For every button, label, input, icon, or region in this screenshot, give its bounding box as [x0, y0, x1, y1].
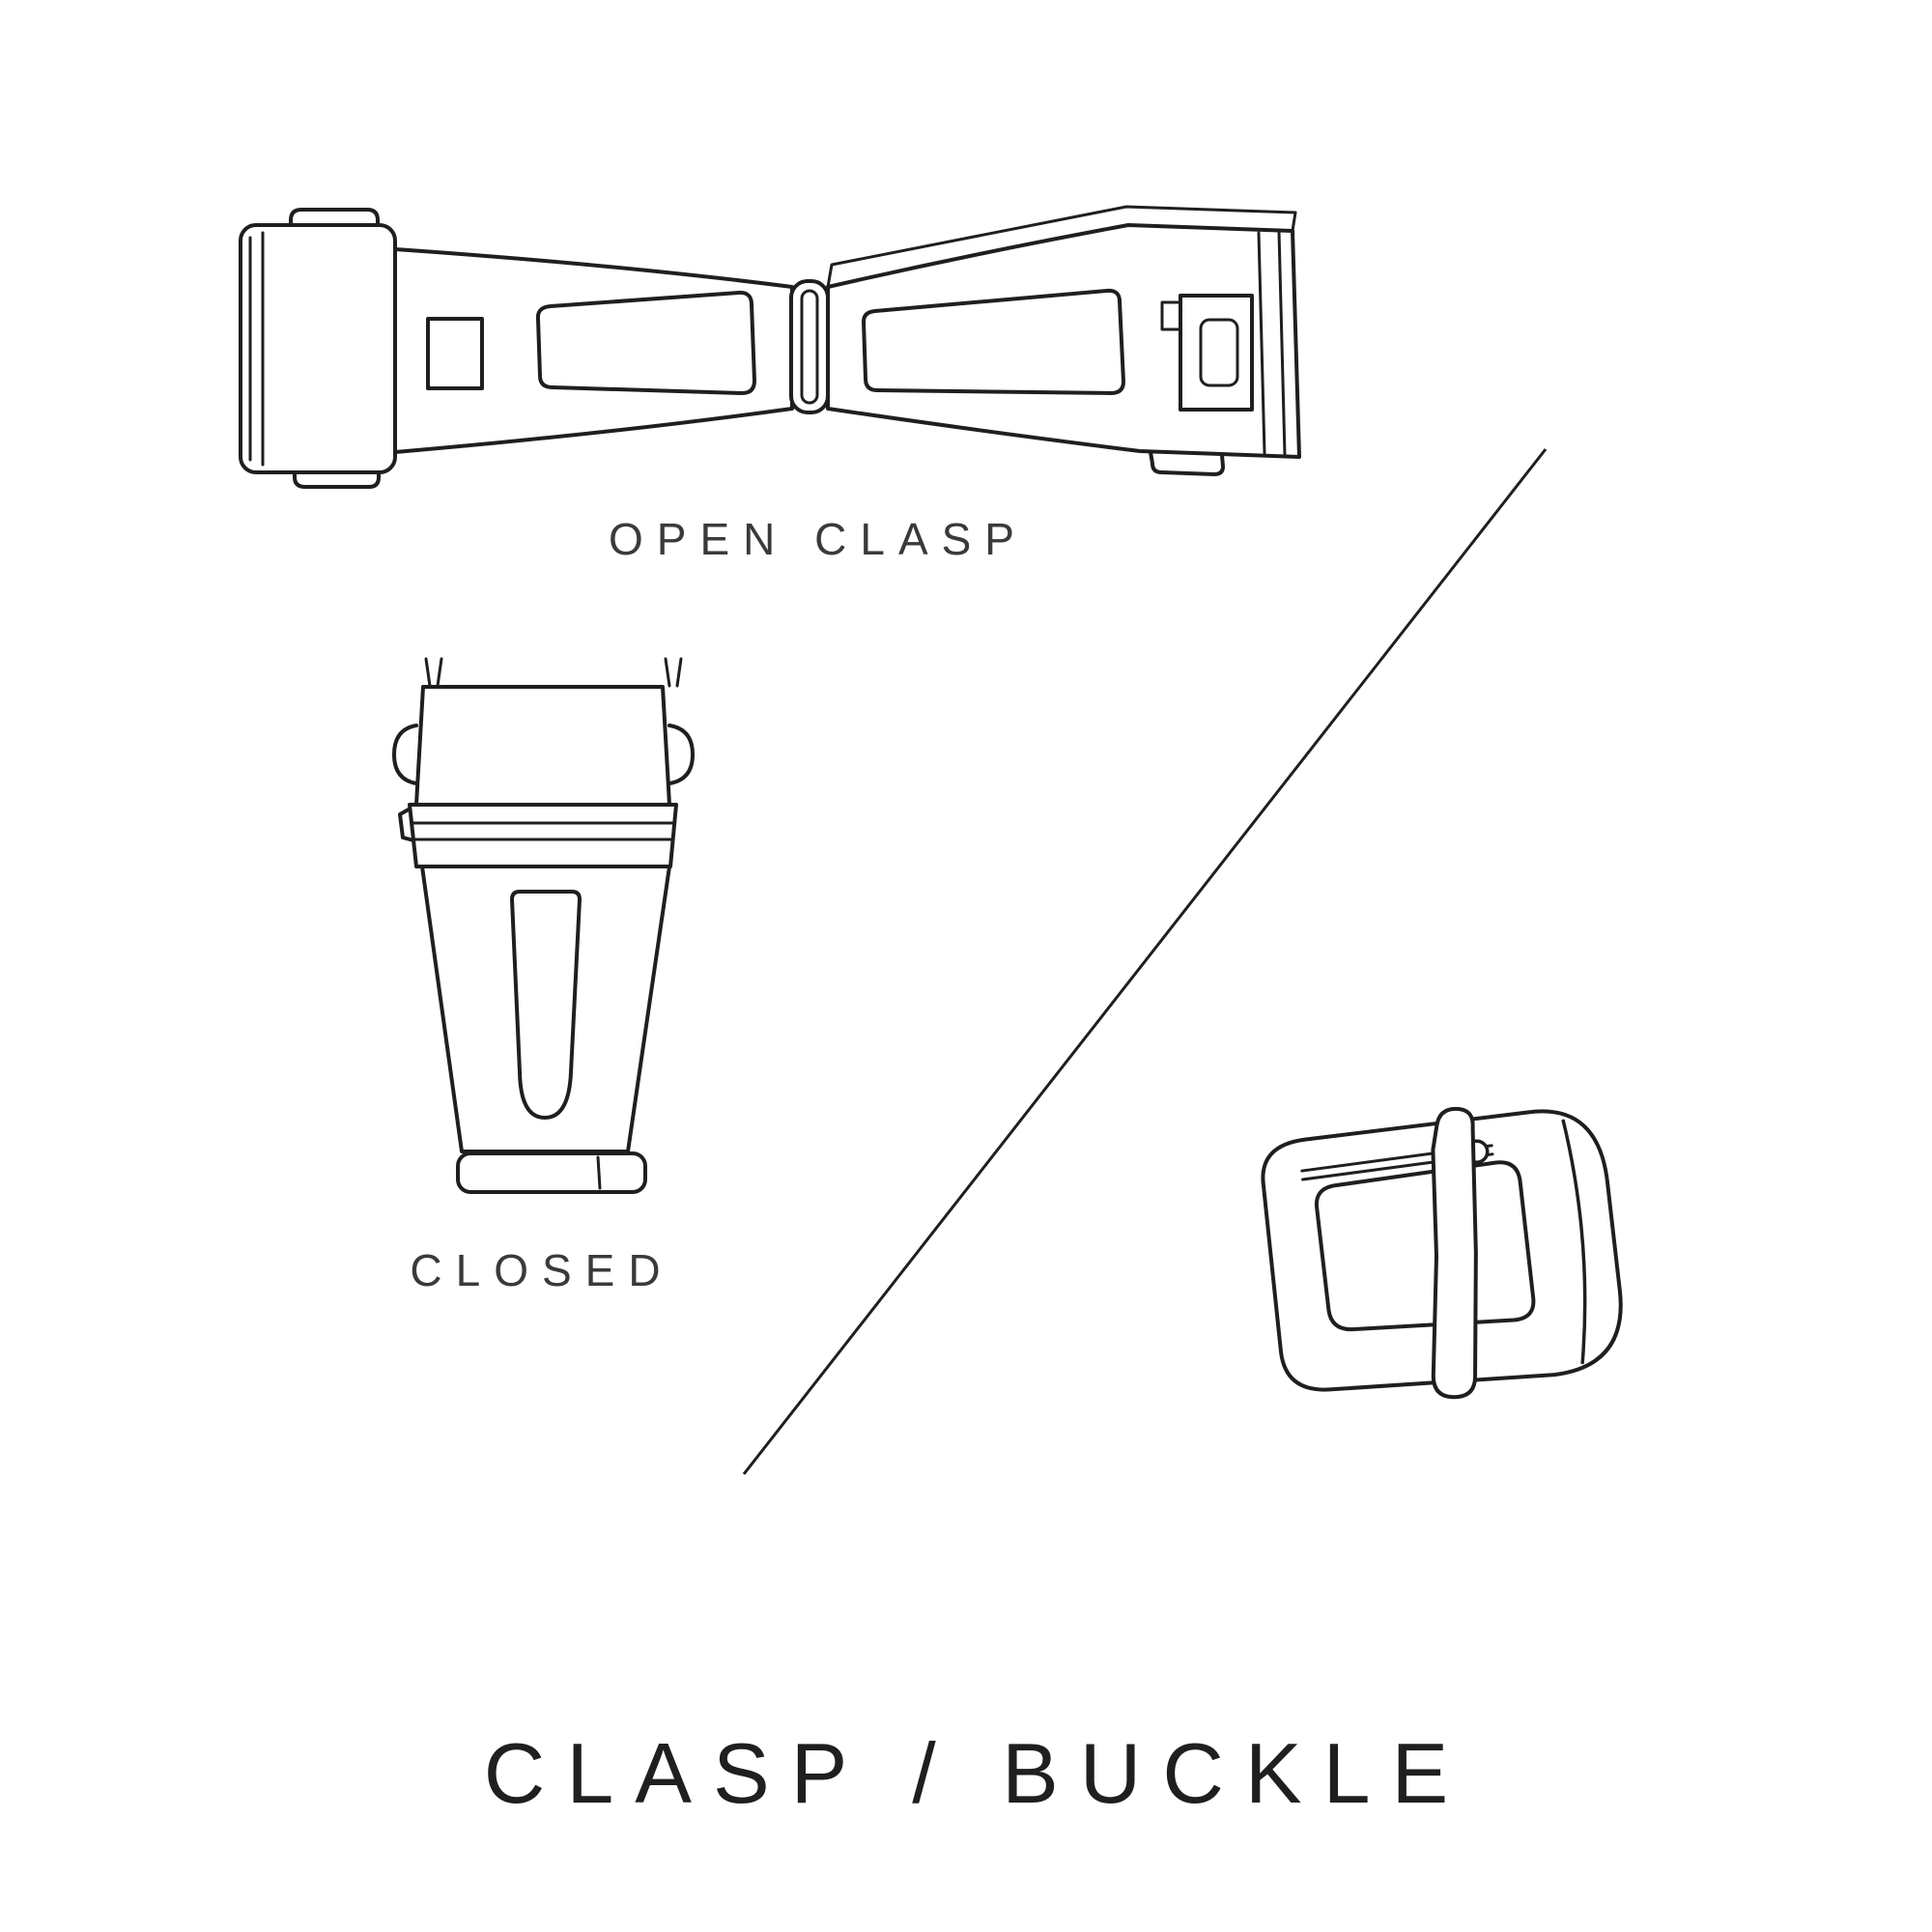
- buckle-frame-opening: [1314, 1160, 1536, 1332]
- closed-clasp-bottom-bar: [456, 1151, 647, 1194]
- open-clasp-catch-hole: [1199, 318, 1239, 387]
- closed-clasp-left-ear: [392, 724, 418, 785]
- open-clasp-left-arm-slot: [535, 290, 756, 395]
- diagram-title: CLASP / BUCKLE: [483, 1725, 1470, 1821]
- closed-clasp-label: CLOSED: [410, 1245, 674, 1295]
- tang-buckle-illustration: [1261, 1106, 1623, 1400]
- open-clasp-catch-outer: [1179, 294, 1254, 412]
- closed-clasp-top-pins: [424, 657, 683, 688]
- open-clasp-right-arm-outline: [826, 223, 1301, 459]
- closed-clasp-band-left-tab: [398, 804, 419, 843]
- closed-clasp-bottom-bar-line: [596, 1155, 602, 1190]
- closed-clasp-body-slot: [510, 890, 582, 1120]
- open-clasp-hinge-inner: [800, 289, 819, 405]
- open-clasp-catch-step: [1160, 300, 1182, 331]
- open-clasp-left-link-bottom-tab: [293, 470, 381, 489]
- open-clasp-hinge-outer: [789, 279, 830, 414]
- open-clasp-left-arm-outline: [393, 247, 794, 454]
- closed-clasp-band-lines: [410, 821, 676, 841]
- closed-clasp-fold-band: [408, 803, 678, 868]
- open-clasp-illustration: [239, 205, 1301, 489]
- buckle-band-curve: [1561, 1119, 1587, 1365]
- open-clasp-right-arm-top-strip: [826, 205, 1297, 289]
- open-clasp-left-link-fold-lines: [248, 231, 265, 467]
- open-clasp-label: OPEN CLASP: [609, 514, 1028, 564]
- buckle-prong: [1431, 1106, 1478, 1400]
- open-clasp-left-link-top-tab: [289, 208, 380, 227]
- closed-clasp-illustration: [392, 657, 695, 1194]
- closed-clasp-head-block: [414, 685, 671, 807]
- open-clasp-latch-button: [426, 317, 484, 390]
- closed-clasp-right-ear: [668, 724, 695, 785]
- open-clasp-right-arm-slot: [862, 288, 1125, 395]
- open-clasp-right-bottom-tab: [1149, 450, 1225, 476]
- open-clasp-right-end-fold-lines: [1257, 230, 1287, 457]
- diagonal-divider: [742, 448, 1548, 1475]
